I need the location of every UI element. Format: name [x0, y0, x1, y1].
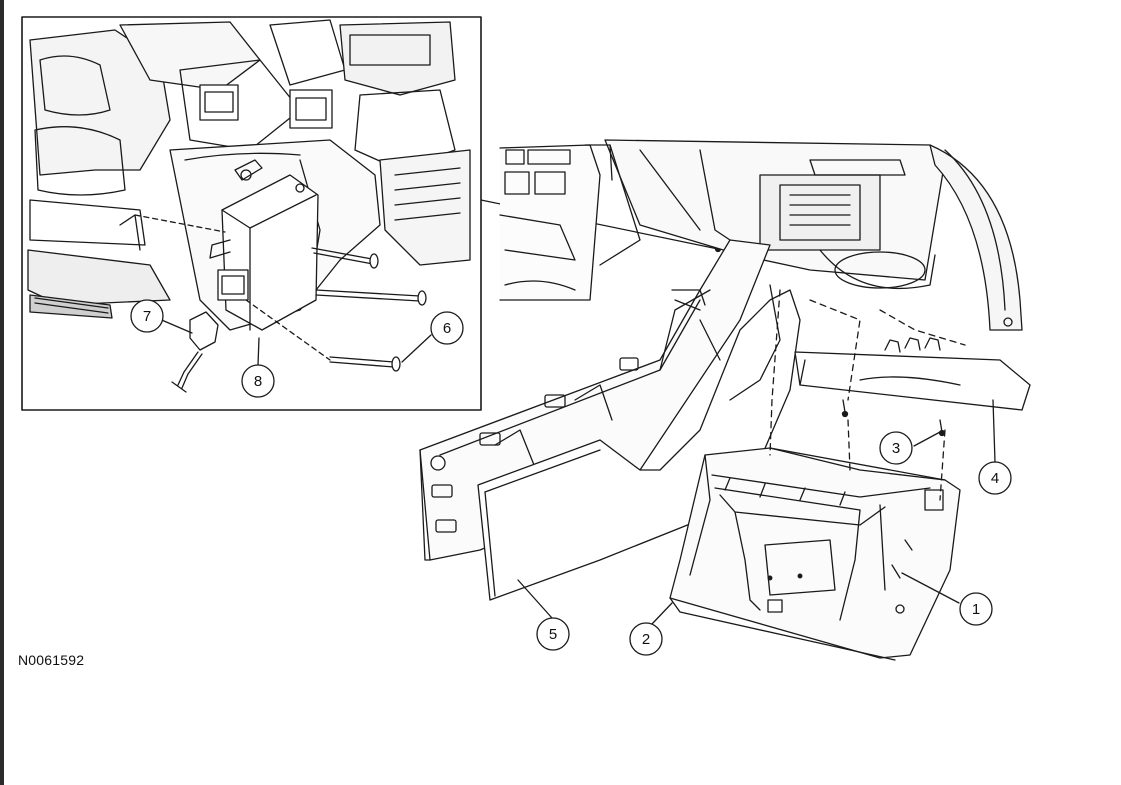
- leader-8: [257, 337, 260, 366]
- viewer-left-border: [0, 0, 4, 785]
- callout-7: 7: [130, 299, 164, 333]
- callout-6-label: 6: [443, 320, 451, 337]
- callout-7-label: 7: [143, 308, 151, 325]
- leader-2: [651, 602, 673, 625]
- callout-4: 4: [978, 461, 1012, 495]
- inset-frame: [21, 16, 482, 411]
- connector-part-7: [171, 311, 219, 393]
- callout-2: 2: [629, 622, 663, 656]
- leader-1: [901, 572, 960, 604]
- callout-8: 8: [241, 364, 275, 398]
- leader-6: [401, 334, 432, 363]
- callout-3: 3: [879, 431, 913, 465]
- glove-box-part-2: [669, 447, 961, 661]
- leader-4: [992, 399, 996, 463]
- actuator-part-8: [209, 159, 319, 331]
- figure-reference-id: N0061592: [18, 652, 85, 668]
- inset-detail-view: [21, 16, 482, 411]
- callout-6: 6: [430, 311, 464, 345]
- side-trim-panel-5: [419, 239, 801, 601]
- main-dash-view: [419, 139, 1031, 661]
- callout-1: 1: [959, 592, 993, 626]
- screws-part-6: [245, 247, 427, 372]
- callout-8-label: 8: [254, 373, 262, 390]
- callout-3-label: 3: [892, 440, 900, 457]
- callout-1-label: 1: [972, 601, 980, 618]
- callout-2-label: 2: [642, 631, 650, 648]
- upper-trim-panel-4: [794, 337, 1031, 411]
- leader-3: [913, 431, 941, 447]
- callouts: 7 8 6 3 4 1 2 5: [130, 299, 1012, 656]
- callout-4-label: 4: [991, 470, 999, 487]
- screws-part-3: [841, 399, 946, 437]
- callout-5-label: 5: [549, 626, 557, 643]
- callout-5: 5: [536, 617, 570, 651]
- leader-5: [517, 579, 553, 619]
